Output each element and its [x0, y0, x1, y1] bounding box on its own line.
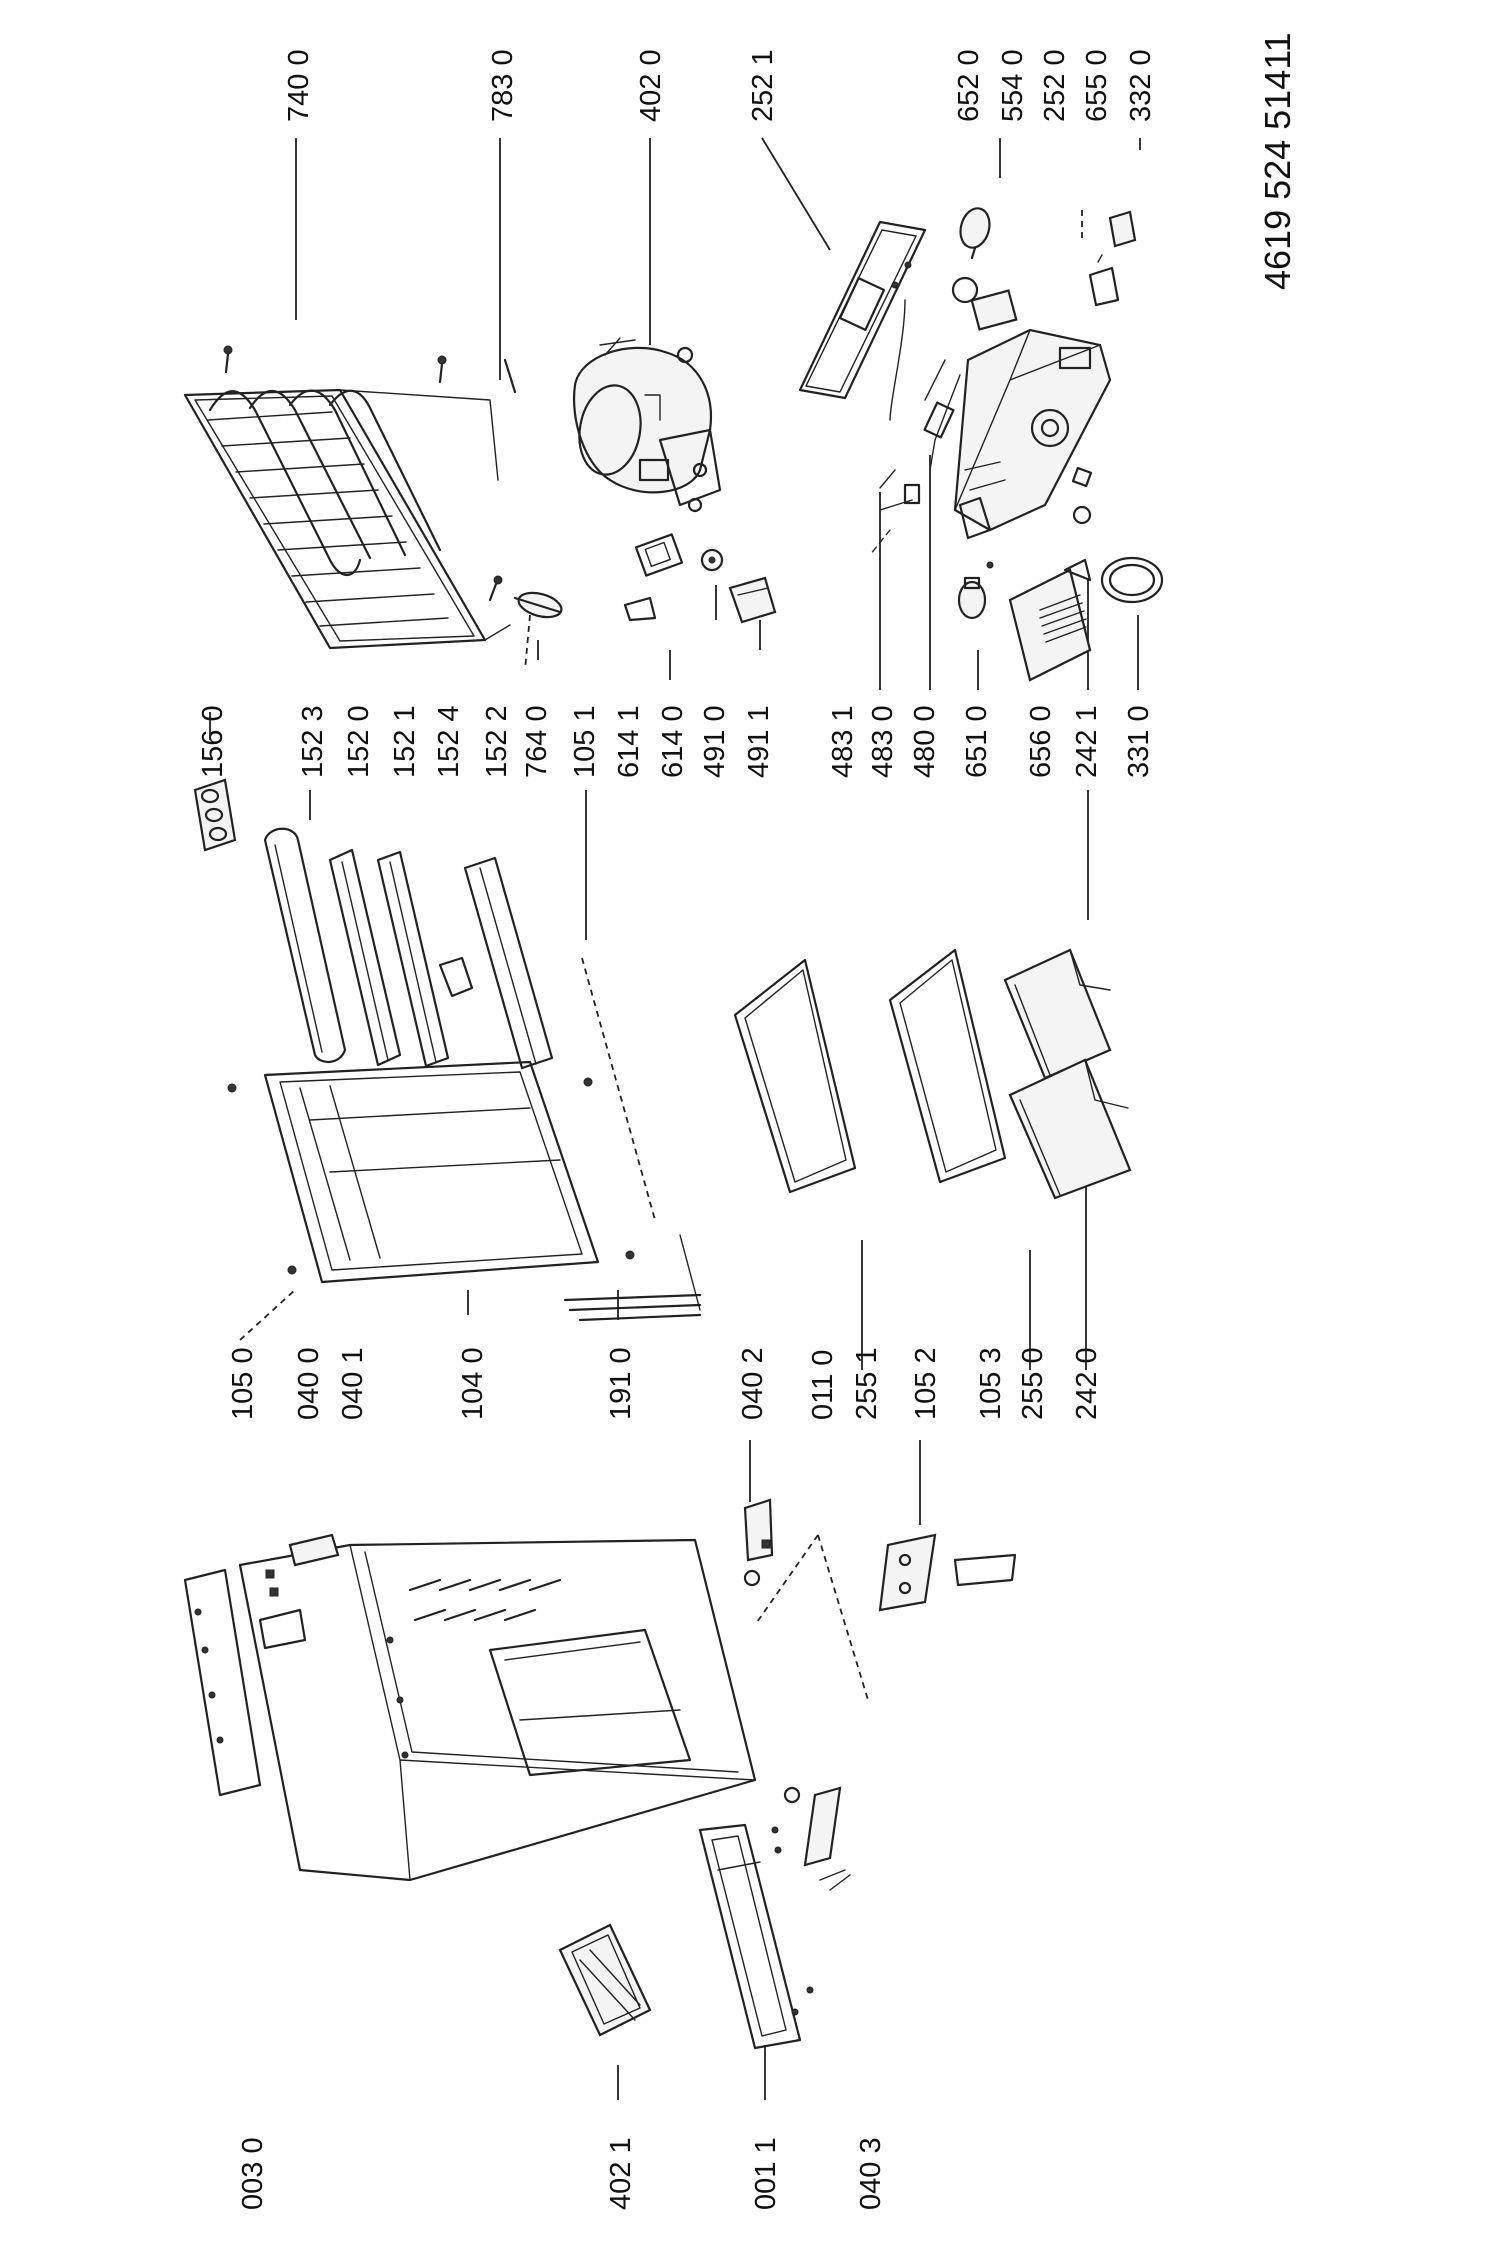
fridge-cabinet — [238, 1538, 757, 1882]
label-152-0: 152 0 — [343, 705, 375, 778]
label-491-1: 491 1 — [743, 705, 775, 778]
starter-relay — [623, 533, 777, 624]
switch-and-lamp-parts — [951, 207, 1137, 331]
leader-lines — [209, 137, 1141, 2100]
label-332-0: 332 0 — [1125, 49, 1157, 122]
seal-ring — [1100, 556, 1164, 604]
label-152-4: 152 4 — [433, 705, 465, 778]
label-105-0: 105 0 — [227, 1347, 259, 1420]
label-614-0: 614 0 — [657, 705, 689, 778]
label-655-0: 655 0 — [1081, 49, 1113, 122]
vent-grille — [558, 1923, 652, 2037]
label-740-0: 740 0 — [283, 49, 315, 122]
hinge-parts — [183, 1498, 842, 1867]
label-040-3: 040 3 — [855, 2137, 887, 2210]
drier-filter — [513, 591, 563, 619]
label-255-0: 255 0 — [1017, 1347, 1049, 1420]
label-003-0: 003 0 — [237, 2137, 269, 2210]
label-156-0: 156 0 — [197, 705, 229, 778]
door-panel — [227, 1060, 635, 1284]
label-040-1: 040 1 — [337, 1347, 369, 1420]
door-gasket — [563, 1234, 702, 1322]
label-483-0: 483 0 — [867, 705, 899, 778]
label-652-0: 652 0 — [953, 49, 985, 122]
label-331-0: 331 0 — [1123, 705, 1155, 778]
label-656-0: 656 0 — [1025, 705, 1057, 778]
label-040-0: 040 0 — [293, 1347, 325, 1420]
label-651-0: 651 0 — [961, 705, 993, 778]
door-shelves — [263, 827, 554, 1070]
thermostat-panel — [798, 220, 927, 400]
label-783-0: 783 0 — [487, 49, 519, 122]
label-402-0: 402 0 — [635, 49, 667, 122]
label-252-1: 252 1 — [747, 49, 779, 122]
label-554-0: 554 0 — [997, 49, 1029, 122]
condenser-grid — [183, 345, 517, 650]
lamp-cover — [1008, 558, 1092, 682]
label-252-0: 252 0 — [1039, 49, 1071, 122]
lamp-housing — [953, 328, 1112, 540]
label-242-1: 242 1 — [1071, 705, 1103, 778]
egg-tray — [193, 778, 237, 852]
label-152-2: 152 2 — [481, 705, 513, 778]
glass-shelves — [733, 948, 1007, 1194]
document-number: 4619 524 51411 — [1257, 32, 1298, 290]
compressor — [573, 337, 722, 513]
label-255-1: 255 1 — [851, 1347, 883, 1420]
label-191-0: 191 0 — [605, 1347, 637, 1420]
label-483-1: 483 1 — [827, 705, 859, 778]
label-152-3: 152 3 — [297, 705, 329, 778]
bottom-hinge — [878, 1533, 1017, 1612]
label-480-0: 480 0 — [909, 705, 941, 778]
label-011-0: 011 0 — [807, 1350, 839, 1420]
base-plinth — [698, 1823, 851, 2050]
part-labels: 003 0 402 1 001 1 040 3 105 0 040 0 040 … — [197, 32, 1298, 2210]
wiring-harness — [869, 299, 961, 556]
lamp-bulb — [957, 561, 994, 620]
label-105-3: 105 3 — [975, 1347, 1007, 1420]
label-104-0: 104 0 — [457, 1347, 489, 1420]
label-040-2: 040 2 — [737, 1347, 769, 1420]
label-402-1: 402 1 — [605, 2137, 637, 2210]
label-764-0: 764 0 — [521, 705, 553, 778]
label-001-1: 001 1 — [750, 2137, 782, 2210]
label-105-1: 105 1 — [569, 705, 601, 778]
crisper-drawers — [1003, 948, 1132, 1200]
label-614-1: 614 1 — [613, 705, 645, 778]
label-152-1: 152 1 — [389, 705, 421, 778]
label-242-0: 242 0 — [1071, 1347, 1103, 1420]
label-491-0: 491 0 — [699, 705, 731, 778]
label-105-2: 105 2 — [910, 1347, 942, 1420]
